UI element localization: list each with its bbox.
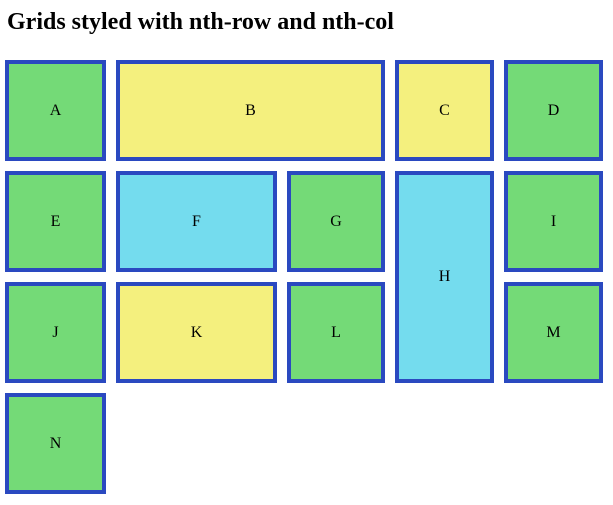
- grid-cell-c: C: [395, 60, 494, 161]
- grid-cell-b: B: [116, 60, 385, 161]
- grid-cell-a: A: [5, 60, 106, 161]
- page-title: Grids styled with nth-row and nth-col: [7, 9, 394, 35]
- grid-cell-i: I: [504, 171, 603, 272]
- grid-cell-f: F: [116, 171, 277, 272]
- grid-cell-l: L: [287, 282, 385, 383]
- grid-cell-h: H: [395, 171, 494, 383]
- grid-cell-j: J: [5, 282, 106, 383]
- grid-cell-n: N: [5, 393, 106, 494]
- grid-cell-g: G: [287, 171, 385, 272]
- grid-cell-d: D: [504, 60, 603, 161]
- grid-cell-m: M: [504, 282, 603, 383]
- grid-cell-e: E: [5, 171, 106, 272]
- grid-cell-k: K: [116, 282, 277, 383]
